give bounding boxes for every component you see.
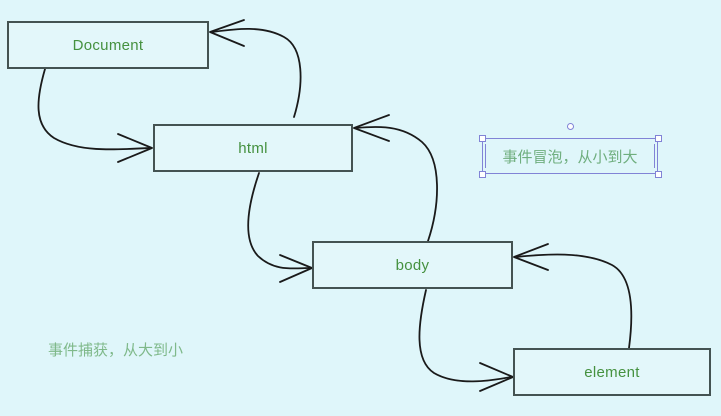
node-label-element: element xyxy=(584,363,640,381)
arrow-body-to-html xyxy=(353,114,438,242)
node-label-document: Document xyxy=(72,36,144,54)
node-box-body[interactable]: body xyxy=(312,241,513,289)
arrow-element-to-body xyxy=(513,243,633,349)
handle-bottom-left[interactable] xyxy=(478,170,486,178)
rotation-handle[interactable] xyxy=(566,122,574,130)
textbox-content-area[interactable]: 事件冒泡，从小到大 xyxy=(485,144,655,168)
arrow-body-to-element xyxy=(418,289,514,392)
handle-top-right[interactable] xyxy=(654,134,662,142)
handle-bottom-right[interactable] xyxy=(654,170,662,178)
node-box-html[interactable]: html xyxy=(153,124,353,172)
selected-textbox[interactable]: 事件冒泡，从小到大 xyxy=(478,122,662,178)
node-label-html: html xyxy=(238,139,268,157)
node-box-document[interactable]: Document xyxy=(7,21,209,69)
capture-caption-text: 事件捕获，从大到小 xyxy=(48,341,184,359)
node-box-element[interactable]: element xyxy=(513,348,711,396)
node-label-body: body xyxy=(395,256,430,274)
textbox-selection-frame xyxy=(482,138,658,174)
arrow-document-to-html xyxy=(37,68,153,163)
handle-top-left[interactable] xyxy=(478,134,486,142)
arrow-html-to-body xyxy=(247,172,313,283)
arrow-html-to-document xyxy=(209,19,302,118)
textbox-text: 事件冒泡，从小到大 xyxy=(502,147,638,166)
